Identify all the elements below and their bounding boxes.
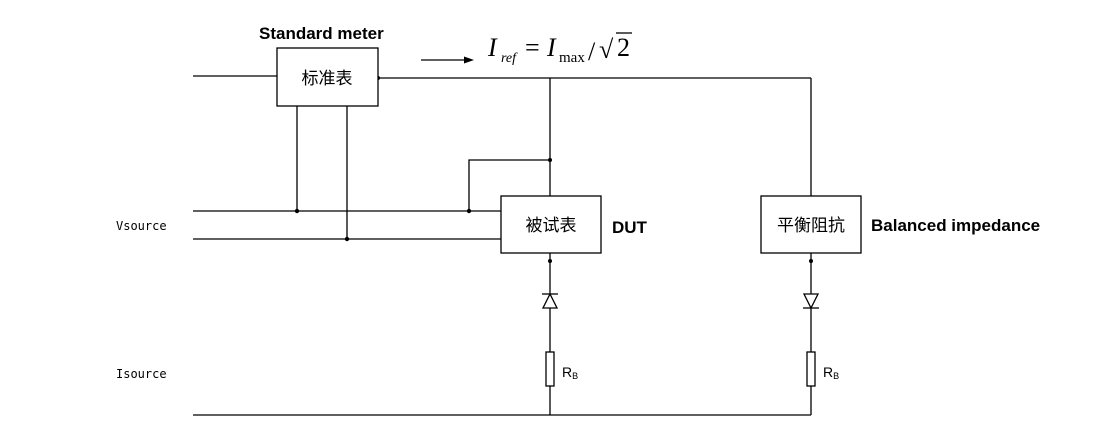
dut-voltage-tap — [468, 159, 550, 211]
dut-label-zh: 被试表 — [526, 216, 577, 236]
arrow-to-formula — [421, 56, 474, 64]
dut-box — [500, 195, 602, 254]
vsource-label: Vsource — [116, 219, 167, 233]
junction-dot — [548, 158, 552, 162]
diode-dut — [541, 292, 559, 309]
formula-divider: / — [588, 37, 596, 66]
junction-dot — [344, 236, 350, 242]
resistor-balanced — [806, 351, 816, 387]
formula-equals: = — [525, 33, 540, 62]
balanced-impedance-label-en: Balanced impedance — [871, 216, 1040, 235]
isource-label: Isource — [116, 367, 167, 381]
diode-balanced — [802, 293, 820, 310]
formula-radicand: 2 — [617, 33, 630, 62]
standard-meter-box — [276, 47, 379, 107]
balanced-impedance-box — [760, 195, 862, 254]
junction-dot — [294, 208, 300, 214]
balanced-impedance-label-zh: 平衡阻抗 — [777, 216, 845, 236]
standard-meter-label-zh: 标准表 — [302, 69, 353, 89]
formula-lhs: I — [487, 33, 498, 62]
junction-dot — [548, 259, 552, 263]
dut-label-en: DUT — [612, 218, 648, 237]
resistor-balanced-label: RB — [823, 364, 839, 381]
formula-iref: I ref = I max / √ 2 — [487, 32, 632, 66]
resistor-dut-label: RB — [562, 364, 578, 381]
junction-dot — [809, 259, 813, 263]
formula-rhs-sub: max — [559, 50, 585, 66]
formula-rhs: I — [546, 33, 557, 62]
resistor-dut — [545, 351, 555, 387]
formula-lhs-sub: ref — [501, 51, 518, 66]
formula-radical: √ — [599, 35, 614, 64]
standard-meter-label-en: Standard meter — [259, 24, 384, 43]
